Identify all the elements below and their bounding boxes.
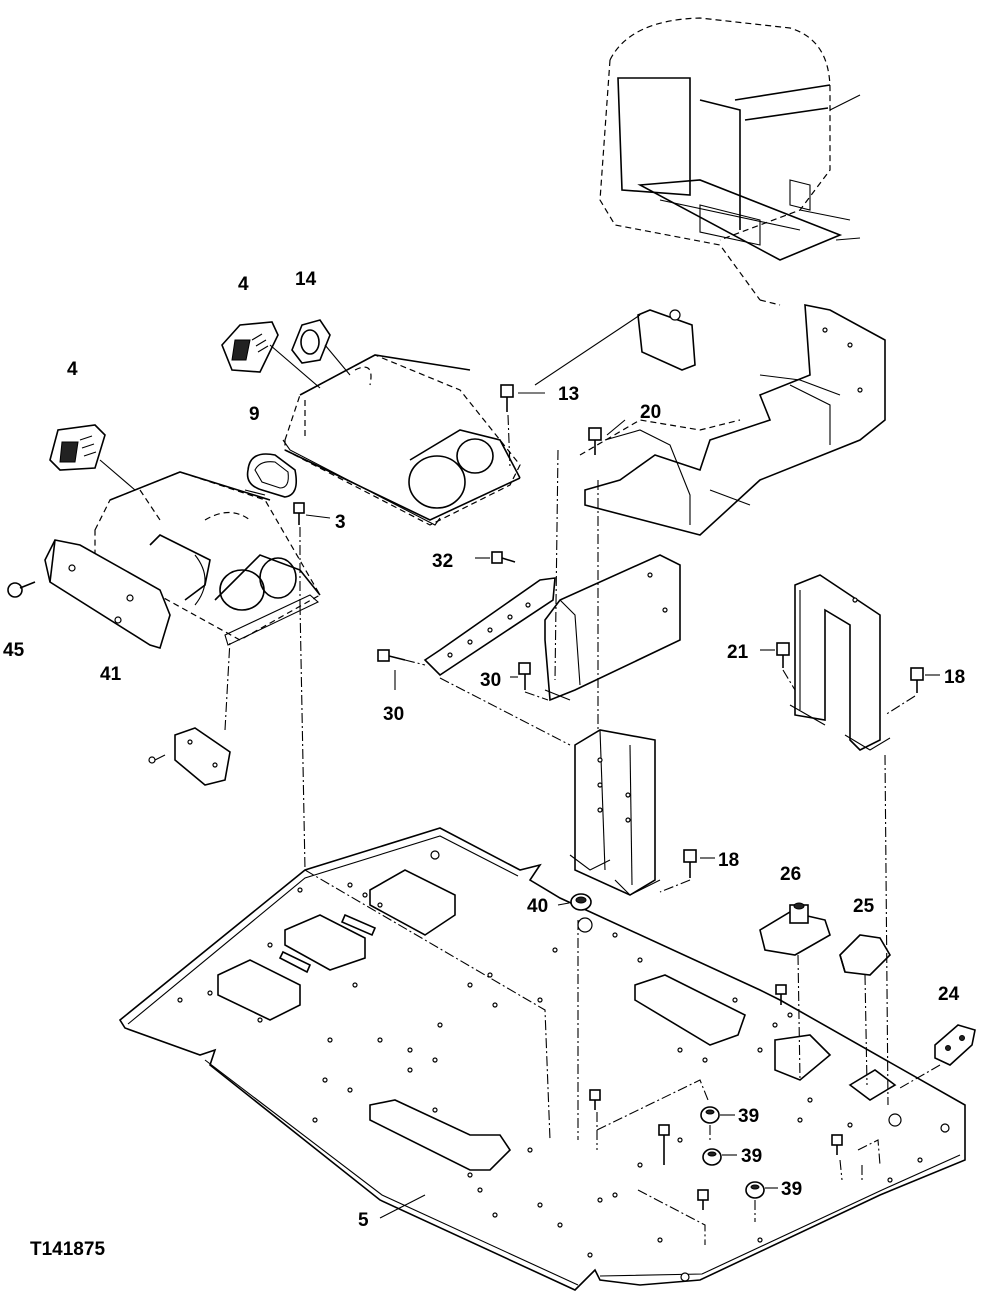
floor-plate-holes	[177, 882, 923, 1258]
callout-39-b: 39	[741, 1146, 762, 1167]
callout-4-lower: 4	[67, 359, 78, 380]
callout-18-right: 18	[944, 667, 965, 688]
pad-part-24	[899, 1024, 976, 1089]
operator-cab-illustration	[599, 17, 861, 306]
nut-part-39-c	[745, 1181, 778, 1222]
callout-45: 45	[3, 640, 25, 661]
u-bracket-right	[789, 574, 891, 751]
callout-18-center: 18	[718, 850, 739, 871]
bolt-part-21	[760, 642, 796, 691]
small-bracket	[148, 639, 231, 786]
callout-41: 41	[100, 664, 122, 685]
callout-30-right: 30	[480, 670, 501, 691]
pad-part-25	[839, 754, 892, 1106]
vent-louver-part-4-upper	[221, 321, 321, 389]
bolt-part-18-right	[884, 667, 940, 716]
vent-louver-part-4-lower	[49, 424, 136, 491]
leader-line-part-5	[379, 1194, 426, 1219]
bolt-part-13	[500, 384, 545, 469]
bolt-part-30-left	[377, 649, 426, 690]
callout-32: 32	[432, 551, 453, 572]
heater-box-lower	[94, 471, 321, 646]
bolt-part-30-right	[510, 662, 549, 701]
callout-25: 25	[853, 896, 875, 917]
vent-part-14	[291, 319, 351, 376]
callout-30-left: 30	[383, 704, 404, 725]
bolt-part-20	[588, 419, 626, 455]
callout-13: 13	[558, 384, 579, 405]
callout-3: 3	[335, 512, 346, 533]
callout-39-c: 39	[781, 1179, 802, 1200]
callout-24: 24	[938, 984, 960, 1005]
bolt-near-26	[775, 984, 787, 1005]
cover-panel-part-41	[44, 539, 171, 649]
callout-5: 5	[358, 1210, 369, 1231]
callout-39-a: 39	[738, 1106, 759, 1127]
mounting-bolts-floor	[304, 869, 881, 1245]
callout-14: 14	[295, 269, 317, 290]
small-plate-top	[534, 309, 696, 386]
nut-part-39-b	[702, 1148, 737, 1166]
callout-9: 9	[249, 404, 260, 425]
screw-part-45	[7, 581, 36, 598]
bolt-part-3	[293, 502, 331, 871]
callout-40: 40	[527, 896, 548, 917]
duct-ring-part-9	[244, 453, 298, 498]
figure-id: T141875	[30, 1239, 105, 1260]
mount-part-26	[759, 902, 831, 1081]
center-bracket-assembly	[423, 554, 681, 702]
callout-20: 20	[640, 402, 661, 423]
bolt-part-32	[475, 551, 516, 564]
support-post	[439, 449, 661, 896]
floor-plate-part-5	[118, 827, 966, 1291]
grommet-part-40	[557, 893, 592, 911]
floor-frame-upper-right	[579, 304, 886, 536]
bolt-part-18-center	[659, 849, 715, 893]
heater-box-upper	[282, 354, 521, 526]
callout-26: 26	[780, 864, 801, 885]
callout-4-upper: 4	[238, 274, 249, 295]
callout-21: 21	[727, 642, 749, 663]
nut-part-39-a	[700, 1106, 735, 1142]
